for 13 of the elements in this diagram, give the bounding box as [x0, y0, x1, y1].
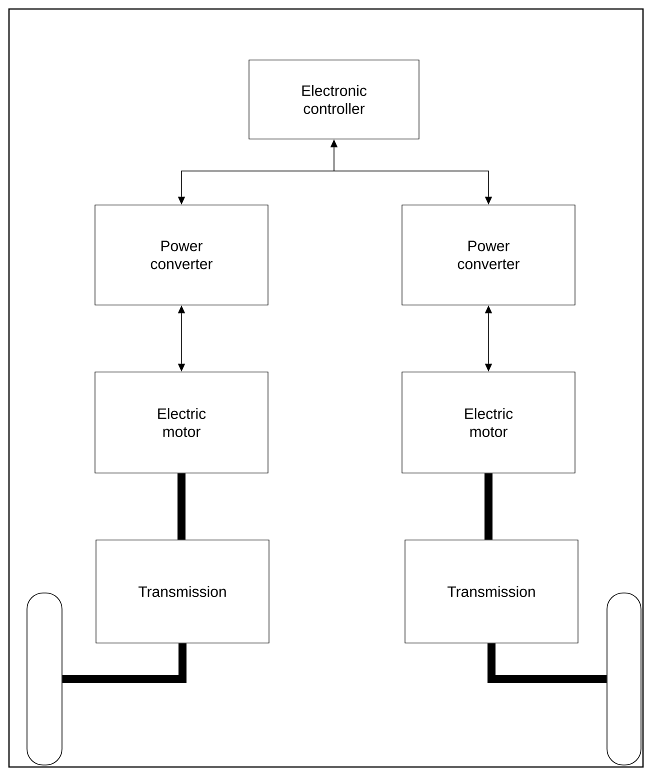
shaft [62, 643, 186, 683]
block-box: Power converter [402, 204, 576, 306]
shaft [484, 473, 492, 540]
block-box: Electronic controller [248, 60, 420, 140]
block-box: Electric motor [402, 372, 576, 474]
shaft [488, 643, 607, 683]
block-box: Electric motor [94, 372, 268, 474]
wheel [26, 592, 62, 766]
block-box: Transmission [404, 540, 578, 644]
shaft [178, 473, 186, 540]
wheel [606, 592, 642, 766]
block-box: Power converter [94, 204, 268, 306]
block-box: Transmission [96, 540, 270, 644]
